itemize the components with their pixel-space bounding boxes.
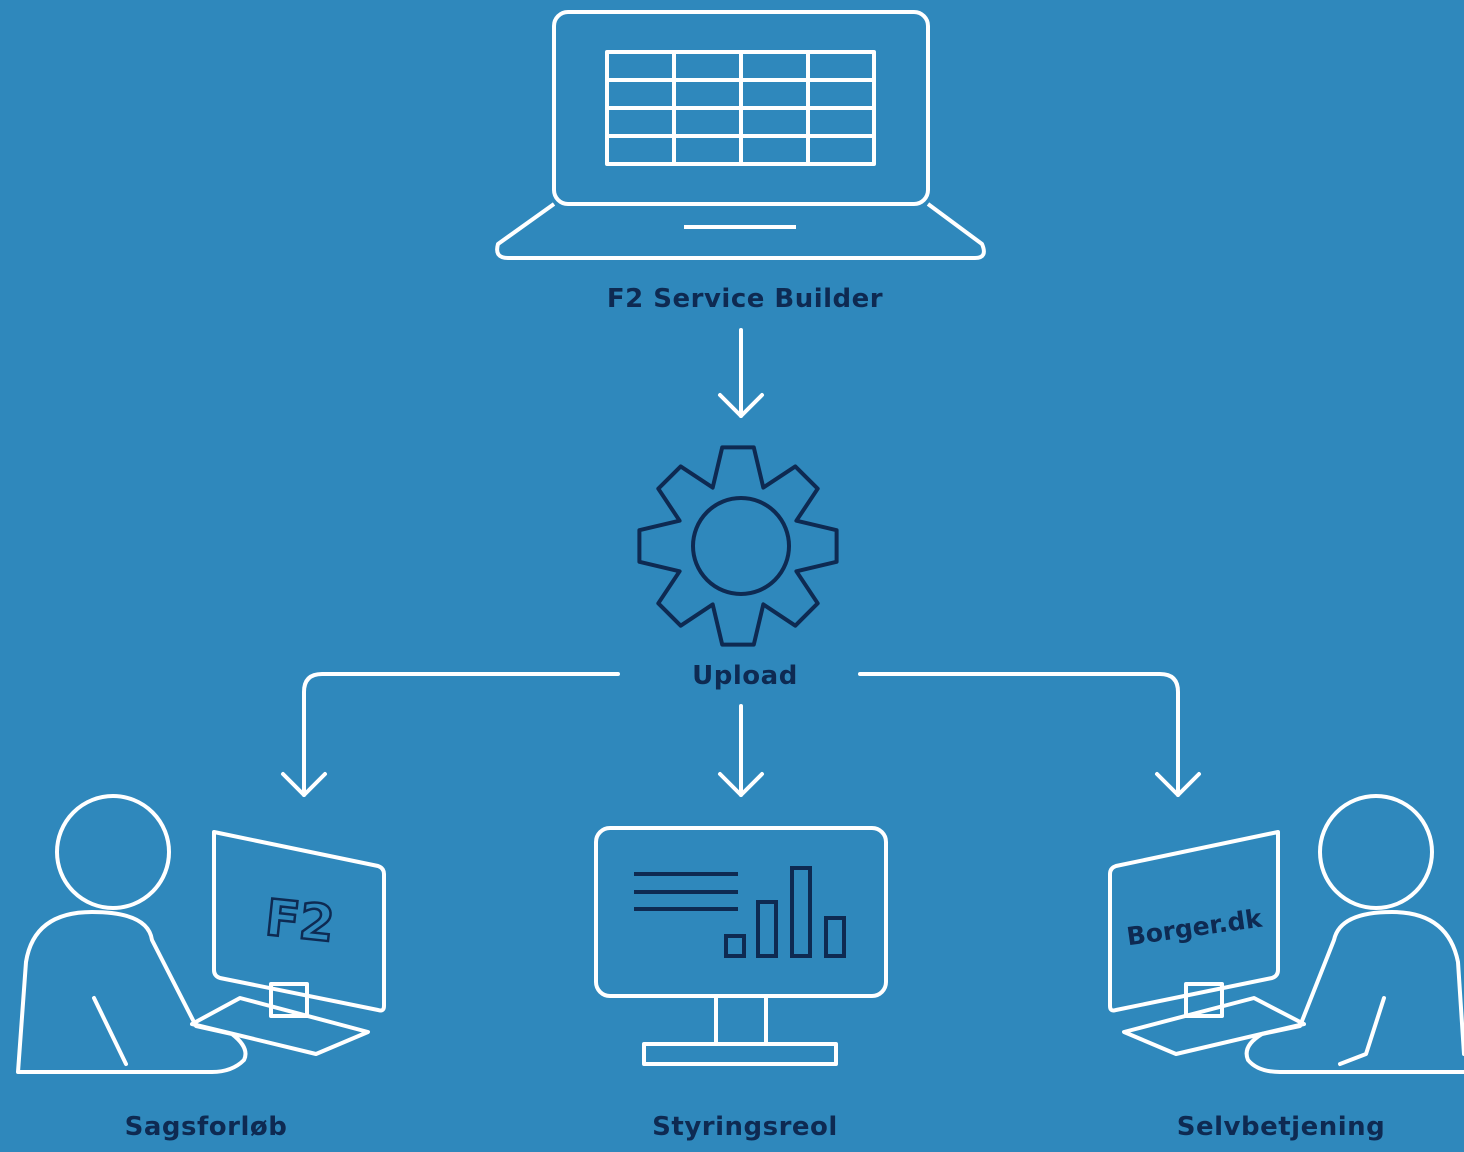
label-f2-service-builder: F2 Service Builder [606, 284, 884, 314]
label-upload: Upload [692, 661, 798, 691]
label-selvbetjening: Selvbetjening [1176, 1112, 1386, 1142]
laptop-spreadsheet-icon [495, 10, 986, 260]
f2-logo-text: F2 [263, 889, 338, 954]
label-styringsreol: Styringsreol [652, 1112, 838, 1142]
person-at-computer-icon-left [16, 794, 386, 1074]
branch-connectors [281, 672, 1201, 797]
borger-dk-logo-text: Borger.dk [1125, 903, 1265, 951]
person-at-computer-icon-right [1108, 794, 1464, 1074]
arrow-builder-to-upload [718, 328, 764, 418]
gear-icon [637, 445, 839, 647]
label-sagsforlob: Sagsforløb [124, 1112, 288, 1142]
monitor-chart-icon [594, 826, 888, 1066]
chart-lines-and-bars [634, 866, 846, 958]
